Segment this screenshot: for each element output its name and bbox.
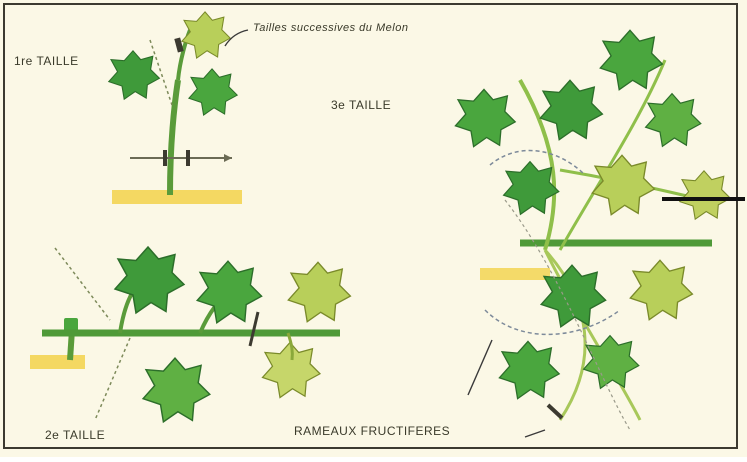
label-third-pruning: 3e TAILLE <box>331 98 391 112</box>
soil-strip-1 <box>112 190 242 204</box>
label-fruiting-branches: RAMEAUX FRUCTIFERES <box>294 424 450 438</box>
label-title: Tailles successives du Melon <box>253 22 408 34</box>
soil-strip-3 <box>480 268 550 280</box>
label-first-pruning: 1re TAILLE <box>14 54 79 68</box>
soil-strip-2 <box>30 355 85 369</box>
label-second-pruning: 2e TAILLE <box>45 428 105 442</box>
